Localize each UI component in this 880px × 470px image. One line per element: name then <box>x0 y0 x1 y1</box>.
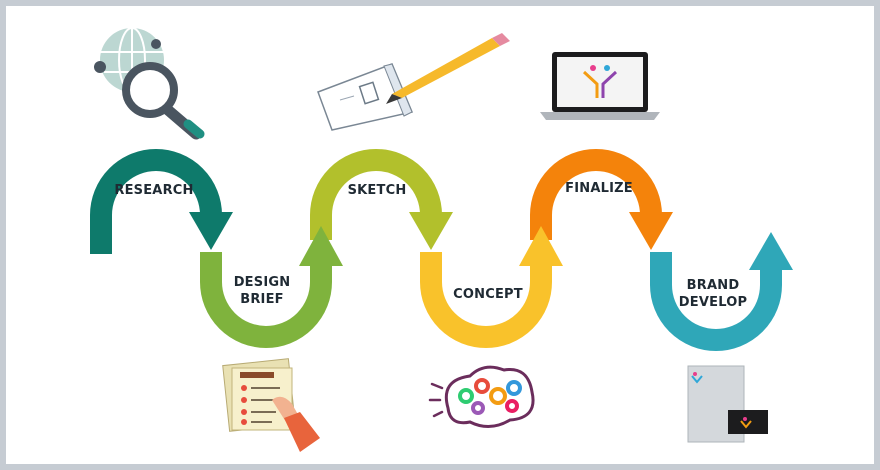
laptop-logo-icon <box>540 52 660 120</box>
segment-design-brief <box>200 252 332 348</box>
segment-brand-develop <box>650 252 782 351</box>
arrow-research <box>189 212 233 250</box>
step-label-research: RESEARCH <box>114 183 193 198</box>
brand-stationery-icon <box>687 365 768 443</box>
arrow-finalize <box>629 212 673 250</box>
step-label-brand-line1: BRAND <box>687 278 740 293</box>
step-label-finalize: FINALIZE <box>565 181 633 196</box>
segment-research <box>90 149 222 254</box>
step-label-brand-line2: DEVELOP <box>679 295 747 310</box>
segment-finalize <box>530 149 662 240</box>
arrow-concept <box>519 226 563 266</box>
step-label-design-line1: DESIGN <box>234 275 291 290</box>
gears-brain-icon <box>428 365 535 428</box>
globe-magnifier-icon <box>94 27 205 140</box>
segment-concept <box>420 252 552 348</box>
checklist-icon <box>222 358 320 452</box>
step-label-concept: CONCEPT <box>453 287 523 302</box>
segment-sketch <box>310 149 442 240</box>
pencil-sketch-icon <box>317 33 510 131</box>
arrow-design-brief <box>299 226 343 266</box>
step-label-design-line2: BRIEF <box>240 292 284 307</box>
arrow-sketch <box>409 212 453 250</box>
step-label-sketch: SKETCH <box>348 183 407 198</box>
arrow-brand-develop <box>749 232 793 270</box>
